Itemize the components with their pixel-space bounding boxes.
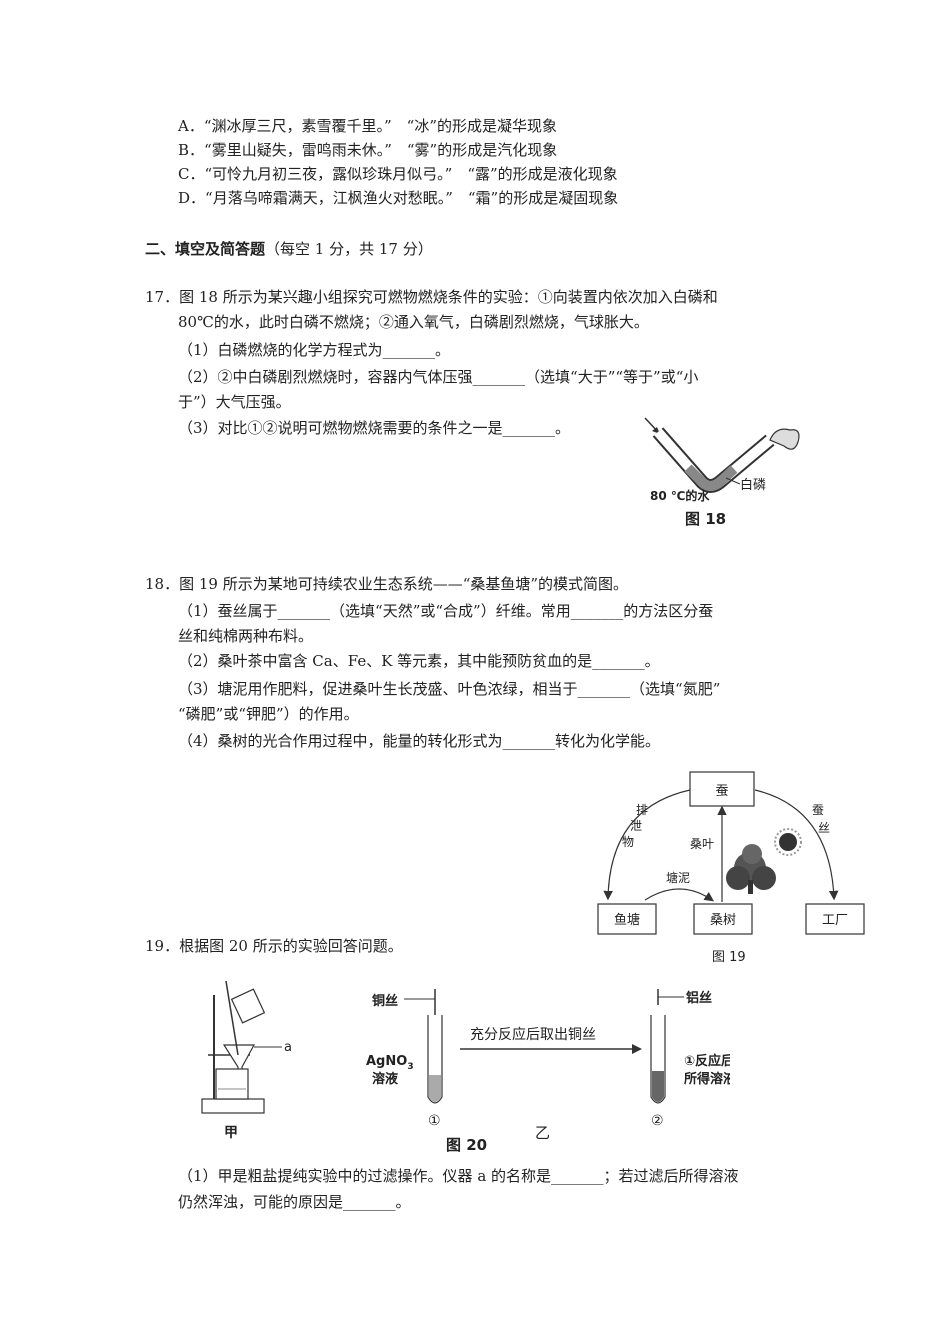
fig18-label-water: 80 ℃的水 <box>650 488 710 503</box>
tree-icon <box>726 844 776 894</box>
q18-part3-line2: “磷肥”或“钾肥”）的作用。 <box>178 705 359 723</box>
q17-stem-line2: 80℃的水，此时白磷不燃烧；②通入氧气，白磷剧烈燃烧，气球胀大。 <box>178 313 649 331</box>
fig18-label-white-phosphorus: 白磷 <box>740 477 766 493</box>
test-tube-1: 铜丝 AgNO3 溶液 ① <box>366 989 443 1129</box>
section-heading: 二、填空及简答题（每空 1 分，共 17 分） <box>145 239 433 259</box>
fig20-label-al-wire: 铝丝 <box>686 990 712 1006</box>
q18-stem: 18．图 19 所示为某地可持续农业生态系统——“桑基鱼塘”的模式简图。 <box>145 575 629 593</box>
fig19-label-silk-1: 蚕 <box>812 803 824 817</box>
figure-19: 蚕 鱼塘 桑树 工厂 排 泄 物 桑叶 塘泥 蚕 丝 图 19 <box>597 771 865 965</box>
fig19-box-silkworm: 蚕 <box>715 784 728 799</box>
arrow-right-icon <box>632 1044 642 1054</box>
test-tube-2: 铝丝 ①反应后 所得溶液 ② <box>650 989 730 1129</box>
q17-part2-line1: （2）②中白磷剧烈燃烧时，容器内气体压强_______（选填“大于”“等于”或“… <box>178 368 699 386</box>
q18-part3-line1: （3）塘泥用作肥料，促进桑叶生长茂盛、叶色浓绿，相当于_______（选填“氮肥… <box>178 680 721 698</box>
fig20-label-after2: 所得溶液 <box>684 1071 730 1087</box>
fig19-box-mulberry: 桑树 <box>710 913 736 928</box>
fig20-caption: 图 20 <box>446 1136 487 1154</box>
q17-stem-line1: 17．图 18 所示为某兴趣小组探究可燃物燃烧条件的实验：①向装置内依次加入白磷… <box>145 288 718 306</box>
q18-part2: （2）桑叶茶中富含 Ca、Fe、K 等元素，其中能预防贫血的是_______。 <box>178 652 660 670</box>
fig20-label-jia: 甲 <box>224 1125 238 1141</box>
fig19-label-excrement-1: 排 <box>636 803 648 817</box>
option-a: A．“渊冰厚三尺，素雪覆千里。” “冰”的形成是凝华现象 <box>178 117 558 135</box>
figure-18: 白磷 80 ℃的水 图 18 <box>644 417 800 528</box>
fig19-caption: 图 19 <box>712 950 746 965</box>
option-c: C．“可怜九月初三夜，露似珍珠月似弓。” “露”的形成是液化现象 <box>178 165 618 183</box>
fig19-label-silk-2: 丝 <box>818 821 830 835</box>
section-title: 二、填空及简答题 <box>145 240 266 258</box>
fig20-circle-2: ② <box>651 1113 664 1129</box>
figure-20: a 甲 铜丝 AgNO3 溶液 ① 充分反应后取出铜丝 铝丝 ①反应后 所得溶液… <box>201 980 730 1154</box>
section-note: （每空 1 分，共 17 分） <box>265 240 433 258</box>
fig20-circle-1: ① <box>428 1113 441 1129</box>
filtration-apparatus: a 甲 <box>201 980 292 1141</box>
fig19-label-mud: 塘泥 <box>666 870 690 885</box>
option-d: D．“月落乌啼霜满天，江枫渔火对愁眠。” “霜”的形成是凝固现象 <box>178 189 619 207</box>
fig18-caption: 图 18 <box>685 510 726 528</box>
fig20-label-agno3: AgNO3 <box>366 1054 414 1072</box>
q18-part1-line1: （1）蚕丝属于_______（选填“天然”或“合成”）纤维。常用_______的… <box>178 602 714 620</box>
fig20-label-cu-wire: 铜丝 <box>371 993 398 1009</box>
fig19-label-leaf: 桑叶 <box>690 837 714 851</box>
q17-part2-line2: 于”）大气压强。 <box>178 393 291 411</box>
fig19-label-excrement-3: 物 <box>622 835 634 849</box>
q18-part4: （4）桑树的光合作用过程中，能量的转化形式为_______转化为化学能。 <box>178 732 661 750</box>
option-b: B．“雾里山疑失，雷鸣雨未休。” “雾”的形成是汽化现象 <box>178 141 558 159</box>
q19-stem: 19．根据图 20 所示的实验回答问题。 <box>145 937 403 955</box>
q19-part1-line1: （1）甲是粗盐提纯实验中的过滤操作。仪器 a 的名称是_______；若过滤后所… <box>178 1167 739 1185</box>
fig19-box-fishpond: 鱼塘 <box>614 912 640 928</box>
sun-icon <box>774 828 802 856</box>
fig20-label-solution: 溶液 <box>372 1071 398 1087</box>
fig20-label-yi: 乙 <box>535 1124 550 1142</box>
q17-part3: （3）对比①②说明可燃物燃烧需要的条件之一是_______。 <box>178 419 571 437</box>
q19-part1-line2: 仍然浑浊，可能的原因是_______。 <box>178 1193 411 1211</box>
fig20-label-after1: ①反应后 <box>684 1053 730 1069</box>
fig20-arrow-text: 充分反应后取出铜丝 <box>470 1026 596 1043</box>
q17-part1: （1）白磷燃烧的化学方程式为_______。 <box>178 341 451 359</box>
q18-part1-line2: 丝和纯棉两种布料。 <box>178 627 314 645</box>
fig20-label-a: a <box>284 1040 292 1055</box>
fig19-box-factory: 工厂 <box>822 913 848 928</box>
fig19-label-excrement-2: 泄 <box>630 819 642 833</box>
